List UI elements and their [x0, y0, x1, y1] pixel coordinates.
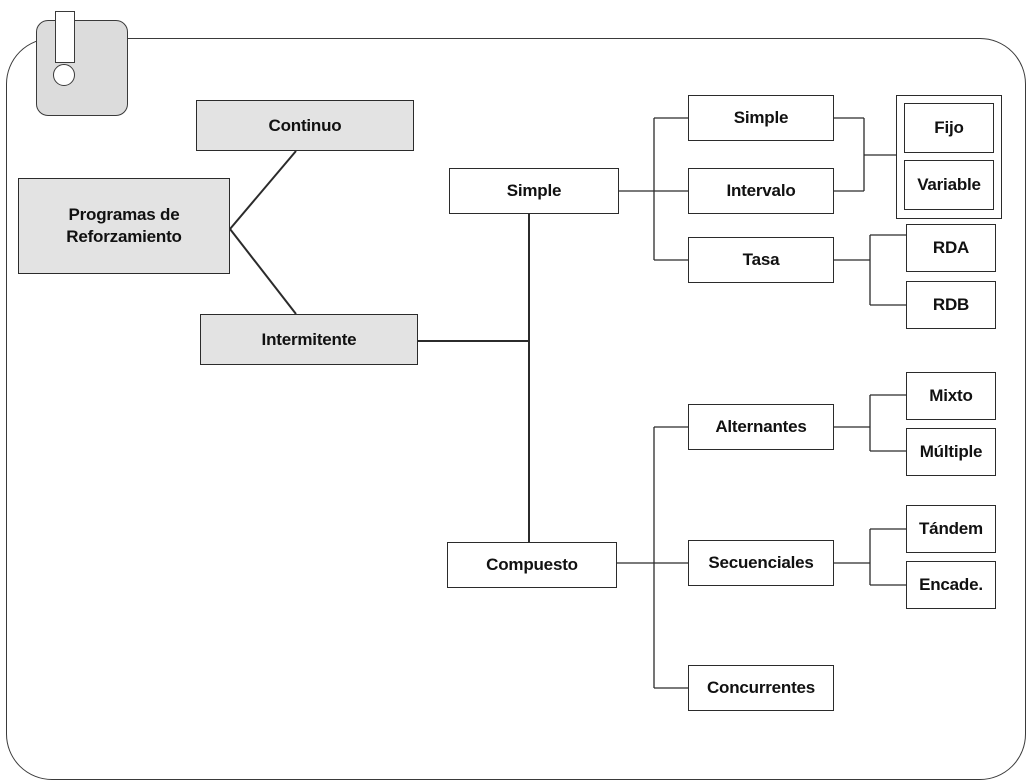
node-mixto: Mixto [906, 372, 996, 420]
node-rdb: RDB [906, 281, 996, 329]
node-secuenciales: Secuenciales [688, 540, 834, 586]
line-root-intermitente [229, 228, 297, 315]
node-concurrentes: Concurrentes [688, 665, 834, 711]
node-variable: Variable [904, 160, 994, 210]
exclamation-dot-icon [53, 64, 75, 86]
node-continuo: Continuo [196, 100, 414, 151]
connector-lines [229, 117, 906, 689]
node-intervalo: Intervalo [688, 168, 834, 214]
node-intermitente: Intermitente [200, 314, 418, 365]
node-rda: RDA [906, 224, 996, 272]
node-alternantes: Alternantes [688, 404, 834, 450]
node-compuesto: Compuesto [447, 542, 617, 588]
node-multiple: Múltiple [906, 428, 996, 476]
diagram-canvas: Continuo Programas de Reforzamiento Inte… [6, 11, 1026, 780]
node-simple-sub: Simple [688, 95, 834, 141]
diagram-frame [6, 38, 1026, 780]
line-root-continuo [229, 150, 297, 230]
node-tandem: Tándem [906, 505, 996, 553]
node-simple: Simple [449, 168, 619, 214]
node-tasa: Tasa [688, 237, 834, 283]
node-programas-de-reforzamiento: Programas de Reforzamiento [18, 178, 230, 274]
alert-tab-icon [36, 11, 128, 116]
node-encade: Encade. [906, 561, 996, 609]
node-fijo: Fijo [904, 103, 994, 153]
exclamation-bar-icon [55, 11, 75, 63]
